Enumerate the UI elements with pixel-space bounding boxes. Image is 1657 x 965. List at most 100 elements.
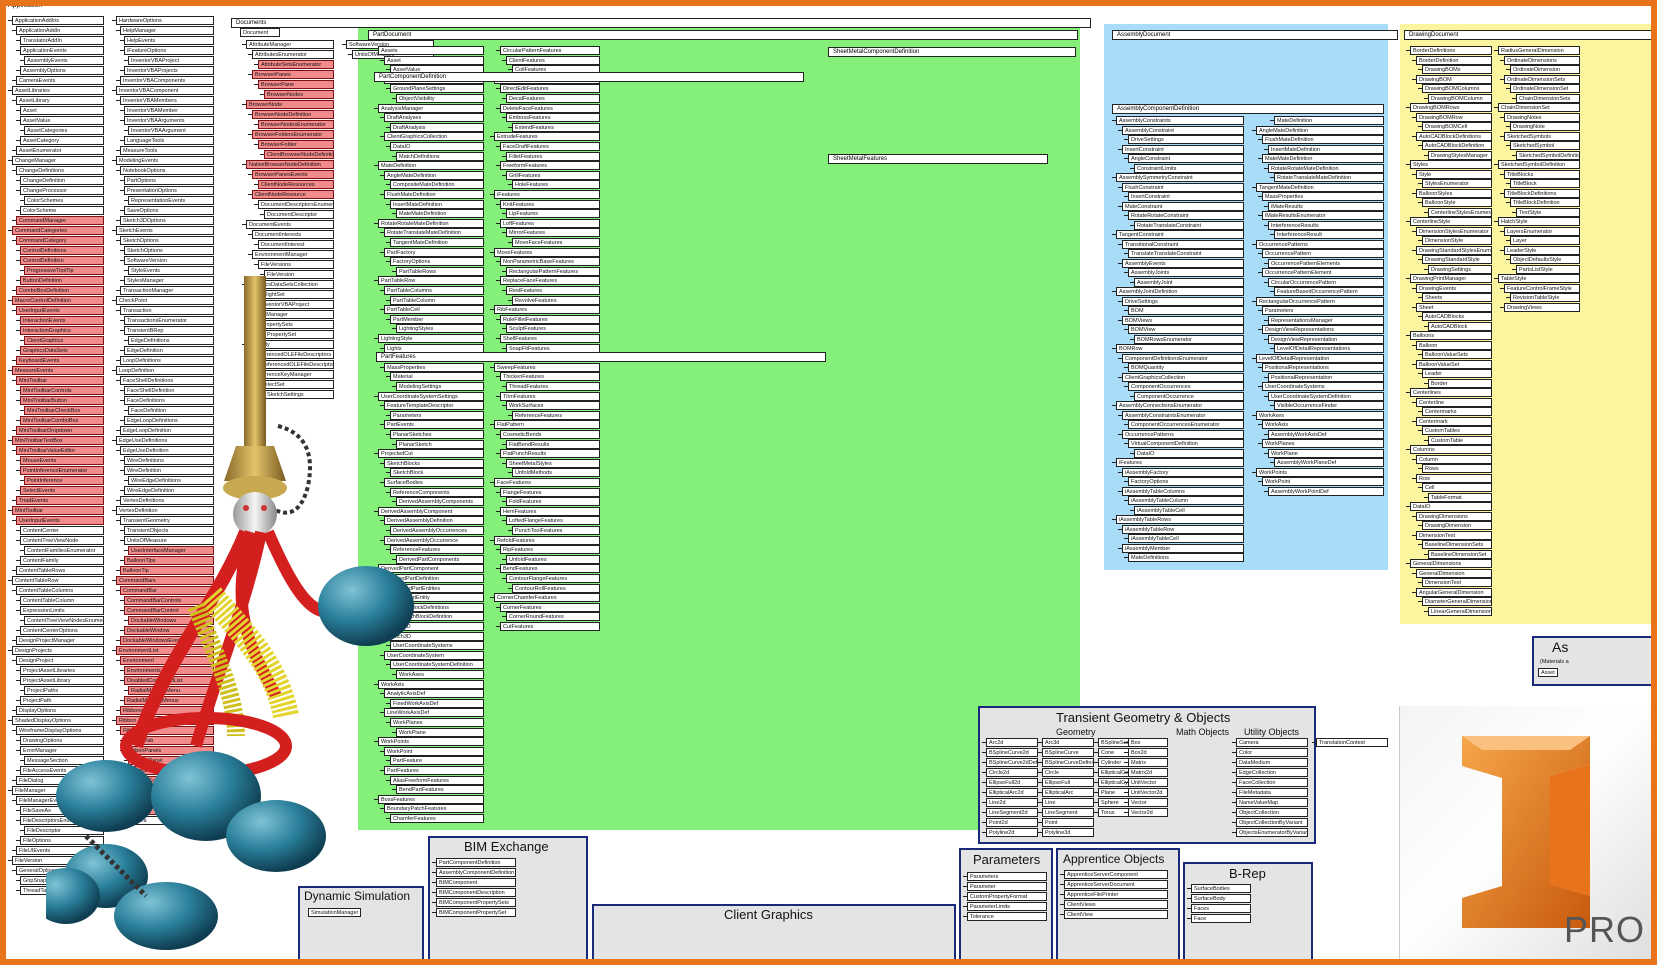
tree-node[interactable]: NativeBrowserNodeDefinition (246, 160, 334, 169)
tree-node[interactable]: FlatBendResults (506, 439, 600, 449)
tree-node[interactable]: ChangeDefinition (20, 176, 104, 185)
tree-node[interactable]: HelpEvents (124, 36, 214, 45)
tree-node[interactable]: Camera (1236, 738, 1308, 747)
tree-node[interactable]: UserInterfaceEvents (116, 786, 214, 795)
tree-node[interactable]: ApprenticeFilePrinter (1064, 890, 1168, 899)
tree-node[interactable]: GeneralDimensions (1410, 559, 1492, 568)
tree-node[interactable]: ContentCenter (20, 526, 104, 535)
tree-node[interactable]: WorkPoints (1256, 467, 1384, 477)
tree-node[interactable]: AssemblyWorkPlaneDef (1274, 458, 1384, 467)
tree-node[interactable]: VirtualComponentDefinition (1128, 439, 1244, 448)
tree-node[interactable]: WorkPoint (384, 746, 484, 756)
tree-node[interactable]: AngleMateDefinition (1256, 125, 1384, 135)
tree-node[interactable]: Centermarks (1422, 407, 1492, 416)
tree-node[interactable]: SketchedSymbolDefinitions (1516, 150, 1580, 160)
tree-node[interactable]: DeleteFaceFeatures (500, 103, 600, 113)
tree-node[interactable]: Circle2d (986, 768, 1038, 777)
tree-node[interactable]: SketchedSymbol (1510, 141, 1580, 150)
tree-node[interactable]: FileVersions (258, 260, 334, 269)
tree-node[interactable]: DrawingBOMColumn (1428, 93, 1492, 103)
tree-node[interactable]: DocumentEvents (246, 220, 334, 229)
tree-node[interactable]: HoleFeatures (512, 180, 600, 190)
tree-node[interactable]: MatchDefinitions (396, 151, 484, 161)
tree-node[interactable]: ThreadTableQuery (20, 886, 104, 895)
tree-node[interactable]: ClientNodeResources (258, 180, 334, 189)
tree-node[interactable]: WireDefinitions (124, 456, 214, 465)
tree-node[interactable]: HighlightSet (252, 290, 334, 299)
tree-node[interactable]: DocumentInterests (252, 230, 334, 239)
tree-node[interactable]: DraftAnalyses (384, 113, 484, 123)
tree-node[interactable]: Balloon (1416, 340, 1492, 350)
tree-node[interactable]: Centerlines (1410, 388, 1492, 397)
tree-node[interactable]: MirrorFeatures (506, 228, 600, 238)
tree-node[interactable]: UserInputEvents (16, 306, 104, 315)
tree-node[interactable]: DerivedPartEntity (384, 593, 484, 603)
tree-node[interactable]: AssemblyEvents (1122, 258, 1244, 268)
tree-node[interactable]: BalloonStyle (1422, 198, 1492, 207)
tree-node[interactable]: PropertySet (264, 330, 334, 339)
tree-node[interactable]: ProgressiveToolTip (24, 266, 104, 275)
tree-node[interactable]: BalloonValueSets (1422, 350, 1492, 359)
tree-node[interactable]: PartFeature (390, 756, 484, 766)
tree-node[interactable]: CommandBar (120, 586, 214, 595)
tree-node[interactable]: RotateRotateConstraint (1128, 211, 1244, 220)
tree-node[interactable]: FileManager (12, 786, 104, 795)
tree-node[interactable]: OrdinateDimensionSets (1504, 74, 1580, 84)
tree-node[interactable]: AssemblyJoint (1134, 277, 1244, 287)
tree-node[interactable]: ContentCenterOptions (20, 626, 104, 635)
tree-node[interactable]: GrillFeatures (506, 170, 600, 180)
tree-node[interactable]: AssetCategories (24, 126, 104, 135)
tree-node[interactable]: RuleFilletFeatures (500, 314, 600, 324)
tree-node[interactable]: DimensionText (1416, 530, 1492, 540)
tree-node[interactable]: CenterlineStylesEnumerator (1428, 207, 1492, 217)
tree-node[interactable]: AssemblyConnectionsEnumerator (1116, 401, 1244, 410)
tree-node[interactable]: FaceDraftFeatures (500, 142, 600, 151)
tree-node[interactable]: AttributesEnumerator (252, 50, 334, 59)
tree-node[interactable]: Point (1042, 818, 1094, 827)
tree-node[interactable]: ShellFeatures (500, 334, 600, 343)
tree-node[interactable]: AssemblySymmetryConstraint (1116, 173, 1244, 182)
tree-node[interactable]: StylesEnumerator (1422, 179, 1492, 188)
tree-node[interactable]: ObjectVisibility (396, 94, 484, 103)
tree-node[interactable]: WorkAxes (1256, 410, 1384, 420)
tree-node[interactable]: DrawingStandardStylesEnumerator (1416, 245, 1492, 255)
tree-node[interactable]: iAssemblyTableColumn (1128, 496, 1244, 505)
tree-node[interactable]: CustomTables (1422, 426, 1492, 435)
tree-node[interactable]: LinearGeneralDimension (1428, 606, 1492, 616)
tree-node[interactable]: Parameter (967, 882, 1047, 891)
tree-node[interactable]: Transaction (120, 306, 214, 315)
tree-node[interactable]: PlanarSketches (390, 430, 484, 439)
tree-node[interactable]: AssemblyJoints (1128, 268, 1244, 277)
drawing-document-bar[interactable]: DrawingDocument (1404, 30, 1651, 40)
tree-node[interactable]: FileDescriptor (24, 826, 104, 835)
tree-node[interactable]: FileSaveAs (20, 806, 104, 815)
document-node[interactable]: Document (240, 28, 280, 37)
tree-node[interactable]: DrawingBOMRow (1416, 112, 1492, 122)
tree-node[interactable]: DriveSettings (1128, 135, 1244, 144)
tree-node[interactable]: MiniToolbarComboBox (20, 416, 104, 425)
tree-node[interactable]: ConstraintLimits (1134, 163, 1244, 173)
section-bar[interactable]: AssemblyComponentDefinition (1112, 104, 1384, 114)
tree-node[interactable]: OrdinateDimensions (1504, 55, 1580, 65)
tree-node[interactable]: AutoCADBlock (1428, 321, 1492, 331)
tree-node[interactable]: RotateTranslateMateDefinition (1274, 173, 1384, 182)
tree-node[interactable]: UnfoldMethods (512, 468, 600, 478)
tree-node[interactable]: BSplineCurve2dDefinition (986, 758, 1038, 767)
tree-node[interactable]: SketchBlockDefinitions (390, 602, 484, 612)
tree-node[interactable]: DrawingBOMCell (1422, 122, 1492, 131)
tree-node[interactable]: BIMComponent (436, 878, 516, 887)
tree-node[interactable]: DesignProjectManager (16, 636, 104, 645)
tree-node[interactable]: TangentMateDefinition (1256, 182, 1384, 192)
tree-node[interactable]: VertexDefinition (116, 506, 214, 515)
tree-node[interactable]: SketchBlock (390, 468, 484, 478)
tree-node[interactable]: DrawingOptions (20, 736, 104, 745)
tree-node[interactable]: PointInferenceEnumerator (20, 466, 104, 475)
tree-node[interactable]: SketchBlocks (384, 458, 484, 468)
tree-node[interactable]: Environments (124, 666, 214, 675)
tree-node[interactable]: TrimFeatures (500, 391, 600, 401)
tree-node[interactable]: MiniToolbarCheckBox (24, 406, 104, 415)
tree-node[interactable]: CutFeatures (500, 622, 600, 631)
tree-node[interactable]: DerivedAssemblyOccurrences (390, 526, 484, 535)
tree-node[interactable]: UserCoordinateSystemDefinition (1268, 391, 1384, 401)
tree-node[interactable]: DerivedPartComponents (396, 554, 484, 564)
